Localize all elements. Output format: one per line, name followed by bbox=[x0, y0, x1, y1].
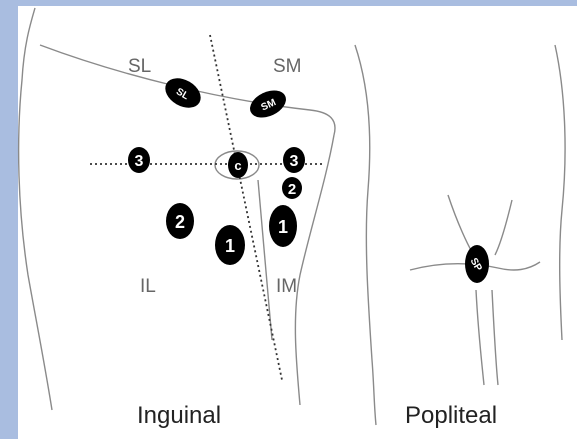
node-right-1: 1 bbox=[269, 205, 297, 247]
node-sl: SL bbox=[160, 72, 206, 114]
thigh-inner-edge bbox=[295, 135, 334, 405]
node-right-1-label: 1 bbox=[278, 217, 288, 237]
inguinal-outline bbox=[19, 8, 376, 425]
region-label-im: IM bbox=[276, 276, 297, 297]
popliteal-vessel-left bbox=[476, 290, 484, 385]
vein-line bbox=[258, 180, 272, 340]
right-leg-edge bbox=[355, 45, 376, 425]
popliteal-vessel-right bbox=[492, 290, 498, 385]
region-label-il: IL bbox=[140, 276, 156, 297]
popliteal-fold-right bbox=[495, 200, 512, 255]
popliteal-right-edge bbox=[555, 45, 565, 340]
node-left-3: 3 bbox=[128, 147, 150, 173]
node-left-2-label: 2 bbox=[175, 212, 185, 232]
region-label-sm: SM bbox=[273, 56, 302, 77]
node-sp: SP bbox=[465, 245, 489, 283]
node-left-3-label: 3 bbox=[135, 153, 144, 170]
node-c: c bbox=[228, 152, 248, 178]
caption-popliteal: Popliteal bbox=[405, 402, 497, 429]
node-left-2: 2 bbox=[166, 203, 194, 239]
node-center-1-label: 1 bbox=[225, 236, 235, 256]
node-right-3: 3 bbox=[283, 147, 305, 173]
node-center-1: 1 bbox=[215, 225, 245, 265]
caption-inguinal: Inguinal bbox=[137, 402, 221, 429]
thigh-outer-edge bbox=[19, 8, 52, 410]
node-sm: SM bbox=[246, 85, 291, 123]
node-right-3-label: 3 bbox=[290, 153, 299, 170]
popliteal-fold-left bbox=[448, 195, 472, 252]
popliteal-outline bbox=[410, 45, 565, 385]
node-small-2: 2 bbox=[282, 177, 302, 199]
node-small-2-label: 2 bbox=[288, 181, 296, 198]
node-c-label: c bbox=[234, 158, 241, 173]
region-label-sl: SL bbox=[128, 56, 151, 77]
